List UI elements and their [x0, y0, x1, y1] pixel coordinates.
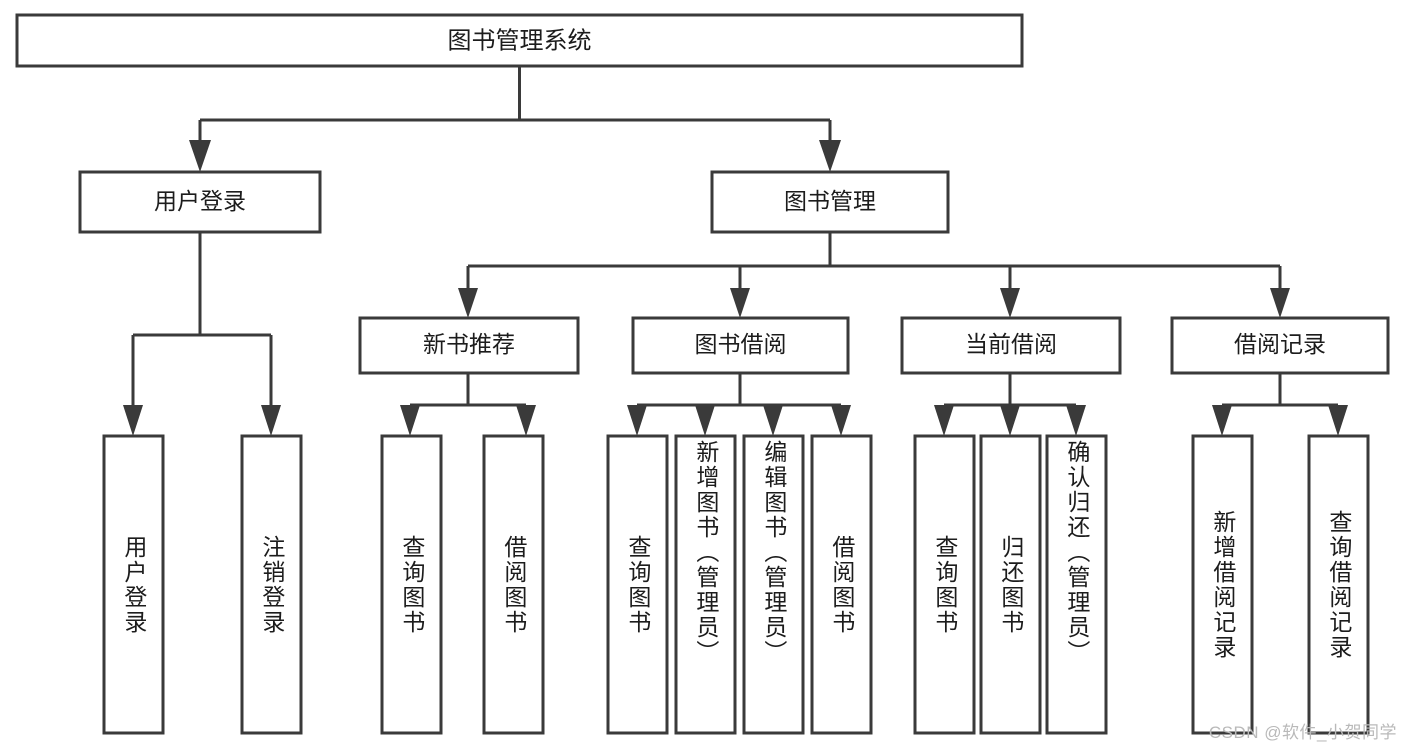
- arrow-root-to-user: [189, 140, 211, 172]
- connector-group-current-borrow: [934, 373, 1086, 436]
- node-box-leaf-query-book-3[interactable]: [913, 434, 976, 735]
- node-label-book-borrow: 图书借阅: [695, 331, 787, 357]
- node-box-new-book[interactable]: [358, 316, 580, 375]
- arrow-book-to-borrow: [730, 288, 750, 318]
- node-box-leaf-query-record[interactable]: [1307, 434, 1370, 735]
- node-box-user-login[interactable]: [78, 170, 322, 234]
- node-box-leaf-return-book[interactable]: [979, 434, 1042, 735]
- arrow-borrow-leaf-3: [763, 405, 783, 436]
- node-box-leaf-query-book-2[interactable]: [606, 434, 669, 735]
- connector-group-new-book: [400, 373, 536, 436]
- arrow-current-leaf-1: [934, 405, 954, 436]
- arrow-user-leaf-1: [123, 405, 143, 436]
- arrow-book-to-current: [1000, 288, 1020, 318]
- node-box-leaf-add-book[interactable]: [674, 434, 737, 735]
- arrow-user-leaf-2: [261, 405, 281, 436]
- watermark-text: CSDN @软件_小贺同学: [1208, 723, 1397, 742]
- node-label-new-book: 新书推荐: [423, 331, 515, 357]
- node-box-leaf-logout[interactable]: [240, 434, 303, 735]
- node-box-leaf-query-book-1[interactable]: [380, 434, 443, 735]
- node-box-leaf-edit-book[interactable]: [742, 434, 805, 735]
- node-box-leaf-add-record[interactable]: [1191, 434, 1254, 735]
- arrow-borrow-leaf-1: [627, 405, 647, 436]
- node-box-leaf-borrow-book-2[interactable]: [810, 434, 873, 735]
- node-label-root: 图书管理系统: [448, 27, 592, 54]
- connector-group-root: [189, 66, 841, 172]
- node-box-root[interactable]: [15, 13, 1024, 68]
- arrow-record-leaf-1: [1212, 405, 1232, 436]
- node-box-leaf-borrow-book-1[interactable]: [482, 434, 545, 735]
- node-label-book-manage: 图书管理: [784, 188, 876, 214]
- node-box-leaf-confirm-return[interactable]: [1045, 434, 1108, 735]
- arrow-newbook-leaf-2: [516, 405, 536, 436]
- connector-group-book-manage: [458, 232, 1290, 318]
- arrow-newbook-leaf-1: [400, 405, 420, 436]
- node-box-book-manage[interactable]: [710, 170, 950, 234]
- connector-group-book-borrow: [627, 373, 851, 436]
- node-box-current-borrow[interactable]: [900, 316, 1122, 375]
- node-box-book-borrow[interactable]: [631, 316, 850, 375]
- arrow-root-to-book: [819, 140, 841, 172]
- node-box-leaf-user-login[interactable]: [102, 434, 165, 735]
- arrow-record-leaf-2: [1328, 405, 1348, 436]
- arrow-current-leaf-2: [1000, 405, 1020, 436]
- arrow-borrow-leaf-4: [831, 405, 851, 436]
- arrow-book-to-record: [1270, 288, 1290, 318]
- arrow-book-to-new: [458, 288, 478, 318]
- connector-group-borrow-record: [1212, 373, 1348, 436]
- node-label-borrow-record: 借阅记录: [1234, 331, 1326, 357]
- node-label-current-borrow: 当前借阅: [965, 331, 1057, 357]
- node-box-borrow-record[interactable]: [1170, 316, 1390, 375]
- arrow-current-leaf-3: [1066, 405, 1086, 436]
- arrow-borrow-leaf-2: [695, 405, 715, 436]
- connector-group-user-login: [123, 232, 281, 436]
- node-label-user-login: 用户登录: [154, 188, 246, 214]
